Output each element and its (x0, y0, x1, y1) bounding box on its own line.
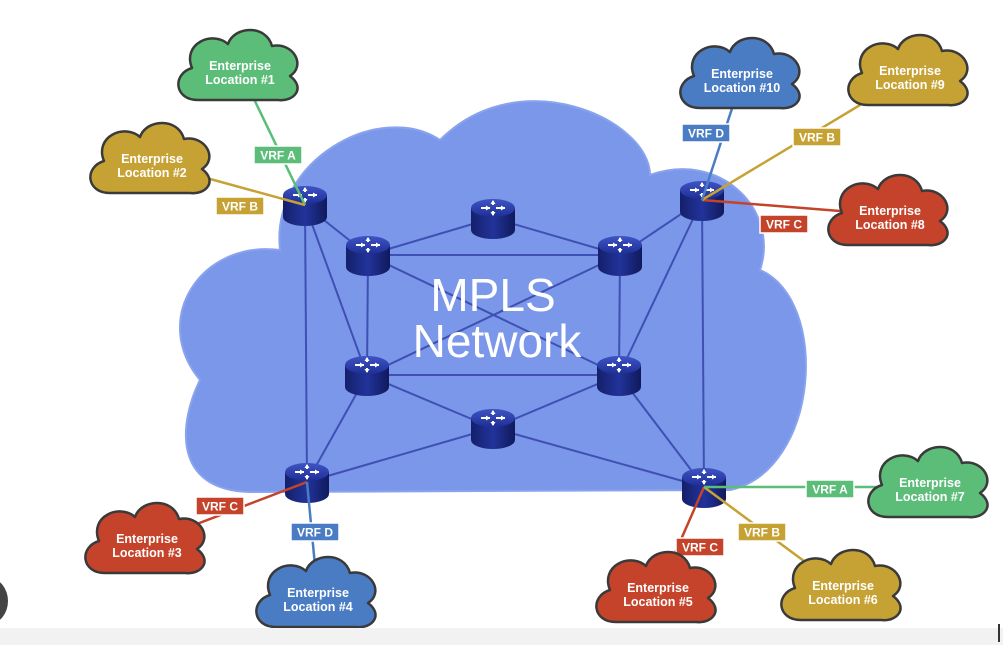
network-link (304, 204, 368, 376)
page-edge (998, 624, 1000, 642)
location-label-line-2: Location #8 (855, 218, 925, 232)
location-label-line-2: Location #1 (205, 73, 275, 87)
vrf-tag: VRF D (290, 522, 340, 542)
location-cloud-icon (827, 173, 949, 247)
location-cloud-icon (595, 550, 717, 624)
vrf-tag-label: VRF D (688, 127, 724, 141)
vrf-tag-label: VRF B (744, 526, 780, 540)
location-label-line-2: Location #6 (808, 593, 878, 607)
location-label-line-2: Location #2 (117, 166, 187, 180)
location-label-line-1: Enterprise (627, 581, 689, 595)
router-icon (470, 408, 516, 450)
vrf-tag-label: VRF A (812, 483, 848, 497)
vrf-tag-label: VRF D (297, 526, 333, 540)
location-cloud-icon (255, 555, 377, 629)
network-link (366, 254, 621, 376)
location-cloud-icon (847, 33, 969, 107)
vrf-tag: VRF C (675, 537, 725, 557)
router-icon (596, 355, 642, 397)
vrf-tag: VRF C (195, 496, 245, 516)
vrf-tag-label: VRF C (766, 218, 802, 232)
vrf-tag: VRF B (737, 522, 787, 542)
location-label-line-1: Enterprise (121, 152, 183, 166)
vrf-tag-label: VRF A (260, 149, 296, 163)
vrf-tag-label: VRF B (799, 131, 835, 145)
vrf-tag-label: VRF C (682, 541, 718, 555)
router-icon (345, 235, 391, 277)
corner-circle (0, 578, 8, 624)
vrf-tag: VRF C (759, 214, 809, 234)
bottom-strip (0, 628, 1003, 645)
vrf-tag: VRF B (792, 127, 842, 147)
router-icon (470, 198, 516, 240)
location-label-line-2: Location #3 (112, 546, 182, 560)
location-cloud-icon (867, 445, 989, 519)
location-label-line-1: Enterprise (116, 532, 178, 546)
vrf-tag: VRF D (681, 123, 731, 143)
location-label-line-2: Location #9 (875, 78, 945, 92)
location-label-line-2: Location #4 (283, 600, 353, 614)
vrf-tags: VRF A VRF B VRF C VRF D VRF C VRF B VRF A VRF C… (195, 123, 855, 557)
title-line-2: Network (413, 315, 583, 367)
location-label-line-1: Enterprise (859, 204, 921, 218)
network-link (492, 427, 705, 488)
location-cloud-icon (679, 36, 801, 110)
location-cloud-icon (177, 28, 299, 102)
location-cloud-icon (780, 548, 902, 622)
location-cloud-icon (84, 501, 206, 575)
location-label-line-1: Enterprise (287, 586, 349, 600)
location-label-line-2: Location #5 (623, 595, 693, 609)
vrf-tag-label: VRF C (202, 500, 238, 514)
mpls-cloud (179, 100, 807, 494)
location-label-line-1: Enterprise (711, 67, 773, 81)
network-link (306, 427, 494, 483)
network-link (701, 199, 705, 488)
title-line-1: MPLS (430, 269, 555, 321)
vrf-tag-label: VRF B (222, 200, 258, 214)
location-label-line-1: Enterprise (812, 579, 874, 593)
router-icon (344, 355, 390, 397)
location-label-line-1: Enterprise (899, 476, 961, 490)
vrf-tag: VRF B (215, 196, 265, 216)
vrf-tag: VRF A (253, 145, 303, 165)
network-link (618, 199, 703, 376)
location-label-line-2: Location #7 (895, 490, 965, 504)
location-label-line-2: Location #10 (704, 81, 780, 95)
location-cloud-icon (89, 121, 211, 195)
network-link (304, 204, 308, 483)
vrf-tag: VRF A (805, 479, 855, 499)
router-icon (597, 235, 643, 277)
location-label-line-1: Enterprise (879, 64, 941, 78)
router-icon (282, 185, 328, 227)
location-label-line-1: Enterprise (209, 59, 271, 73)
